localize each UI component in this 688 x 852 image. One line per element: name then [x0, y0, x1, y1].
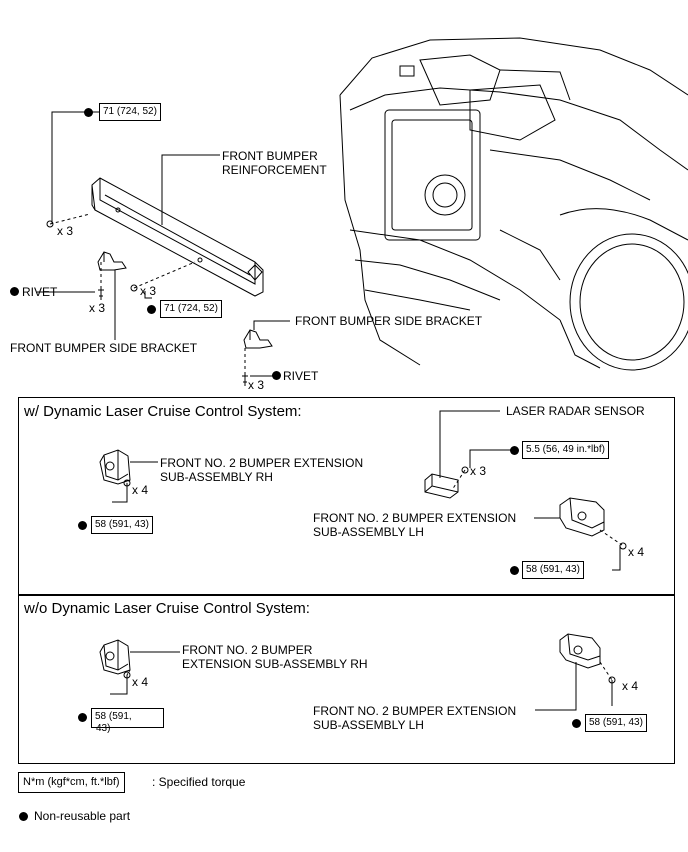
count-mid-nuts: x 3	[140, 284, 157, 298]
laser-radar-sensor-drawing	[424, 473, 459, 499]
panel-with-title: w/ Dynamic Laser Cruise Control System:	[24, 403, 302, 420]
label-rivet-left: RIVET	[22, 285, 58, 299]
bumper-reinforcement-drawing	[91, 177, 264, 297]
nonreusable-marker	[10, 287, 19, 296]
nonreusable-marker	[510, 446, 519, 455]
nut-top	[46, 220, 54, 228]
count-sensor-nuts: x 3	[470, 464, 487, 478]
label-reinforcement-line2: REINFORCEMENT	[222, 163, 327, 177]
label-side-bracket-right: FRONT BUMPER SIDE BRACKET	[295, 314, 483, 328]
rivet-left-drawing	[98, 286, 104, 300]
label-extension-rh-with-line2: SUB-ASSEMBLY RH	[160, 470, 273, 484]
label-extension-lh-without-line1: FRONT NO. 2 BUMPER EXTENSION	[313, 704, 517, 718]
torque-box-rh-with: 58 (591, 43)	[91, 516, 153, 534]
leader-lines-with	[112, 410, 623, 571]
nonreusable-marker	[84, 108, 93, 117]
label-reinforcement-line1: FRONT BUMPER	[222, 149, 318, 163]
extension-rh-without-drawing	[99, 639, 131, 675]
count-rh-without: x 4	[132, 675, 149, 689]
label-rivet-right: RIVET	[283, 369, 319, 383]
label-extension-lh-with-line2: SUB-ASSEMBLY LH	[313, 525, 424, 539]
torque-box-rh-without: 58 (591,	[91, 708, 164, 728]
label-extension-lh-without-line2: SUB-ASSEMBLY LH	[313, 718, 424, 732]
nonreusable-marker	[510, 566, 519, 575]
torque-box-lh-without: 58 (591, 43)	[585, 714, 647, 732]
nonreusable-marker	[78, 521, 87, 530]
torque-rh-without-line1: 58 (591,	[95, 711, 132, 722]
nut-mid	[130, 284, 138, 292]
torque-box-lh-with: 58 (591, 43)	[522, 561, 584, 579]
nonreusable-marker	[272, 371, 281, 380]
torque-rh-without-line2: 43)	[96, 723, 111, 734]
nonreusable-marker	[572, 719, 581, 728]
count-left-rivets: x 3	[89, 301, 106, 315]
count-lh-without: x 4	[622, 679, 639, 693]
panel-without-title: w/o Dynamic Laser Cruise Control System:	[24, 600, 310, 617]
panel-with-dlcc	[18, 397, 675, 596]
torque-box-top: 71 (724, 52)	[99, 103, 161, 121]
panel-without-dlcc	[18, 594, 675, 764]
legend-unit-desc: : Specified torque	[152, 775, 246, 789]
side-bracket-right-drawing	[243, 329, 273, 349]
extension-rh-with-drawing	[99, 449, 131, 485]
extension-lh-with-drawing	[559, 497, 605, 537]
leader-lines-top	[37, 111, 290, 377]
label-extension-rh-with-line1: FRONT NO. 2 BUMPER EXTENSION	[160, 456, 364, 470]
side-bracket-left-drawing	[97, 251, 127, 271]
label-extension-rh-without-line2: EXTENSION SUB-ASSEMBLY RH	[182, 657, 368, 671]
legend-nonreusable-dot	[19, 812, 28, 821]
rivet-right-drawing	[242, 372, 248, 386]
extension-lh-without-drawing	[559, 633, 601, 669]
nonreusable-marker	[147, 305, 156, 314]
label-side-bracket-left: FRONT BUMPER SIDE BRACKET	[10, 341, 198, 355]
nut-lh-with	[619, 542, 627, 550]
leader-lines-without	[110, 651, 613, 711]
torque-box-sensor: 5.5 (56, 49 in.*lbf)	[522, 441, 609, 459]
nut-sensor	[461, 466, 469, 474]
nonreusable-marker	[78, 713, 87, 722]
count-lh-with: x 4	[628, 545, 645, 559]
count-top-nuts: x 3	[57, 224, 74, 238]
label-laser-radar-sensor: LASER RADAR SENSOR	[506, 404, 645, 418]
count-right-rivets: x 3	[248, 378, 265, 392]
legend-unit-box: N*m (kgf*cm, ft.*lbf)	[18, 772, 125, 793]
count-rh-with: x 4	[132, 483, 149, 497]
label-extension-rh-without-line1: FRONT NO. 2 BUMPER	[182, 643, 313, 657]
legend-nonreusable-text: Non-reusable part	[34, 809, 131, 823]
torque-box-mid: 71 (724, 52)	[160, 300, 222, 318]
label-extension-lh-with-line1: FRONT NO. 2 BUMPER EXTENSION	[313, 511, 517, 525]
vehicle-front-drawing	[339, 37, 688, 371]
